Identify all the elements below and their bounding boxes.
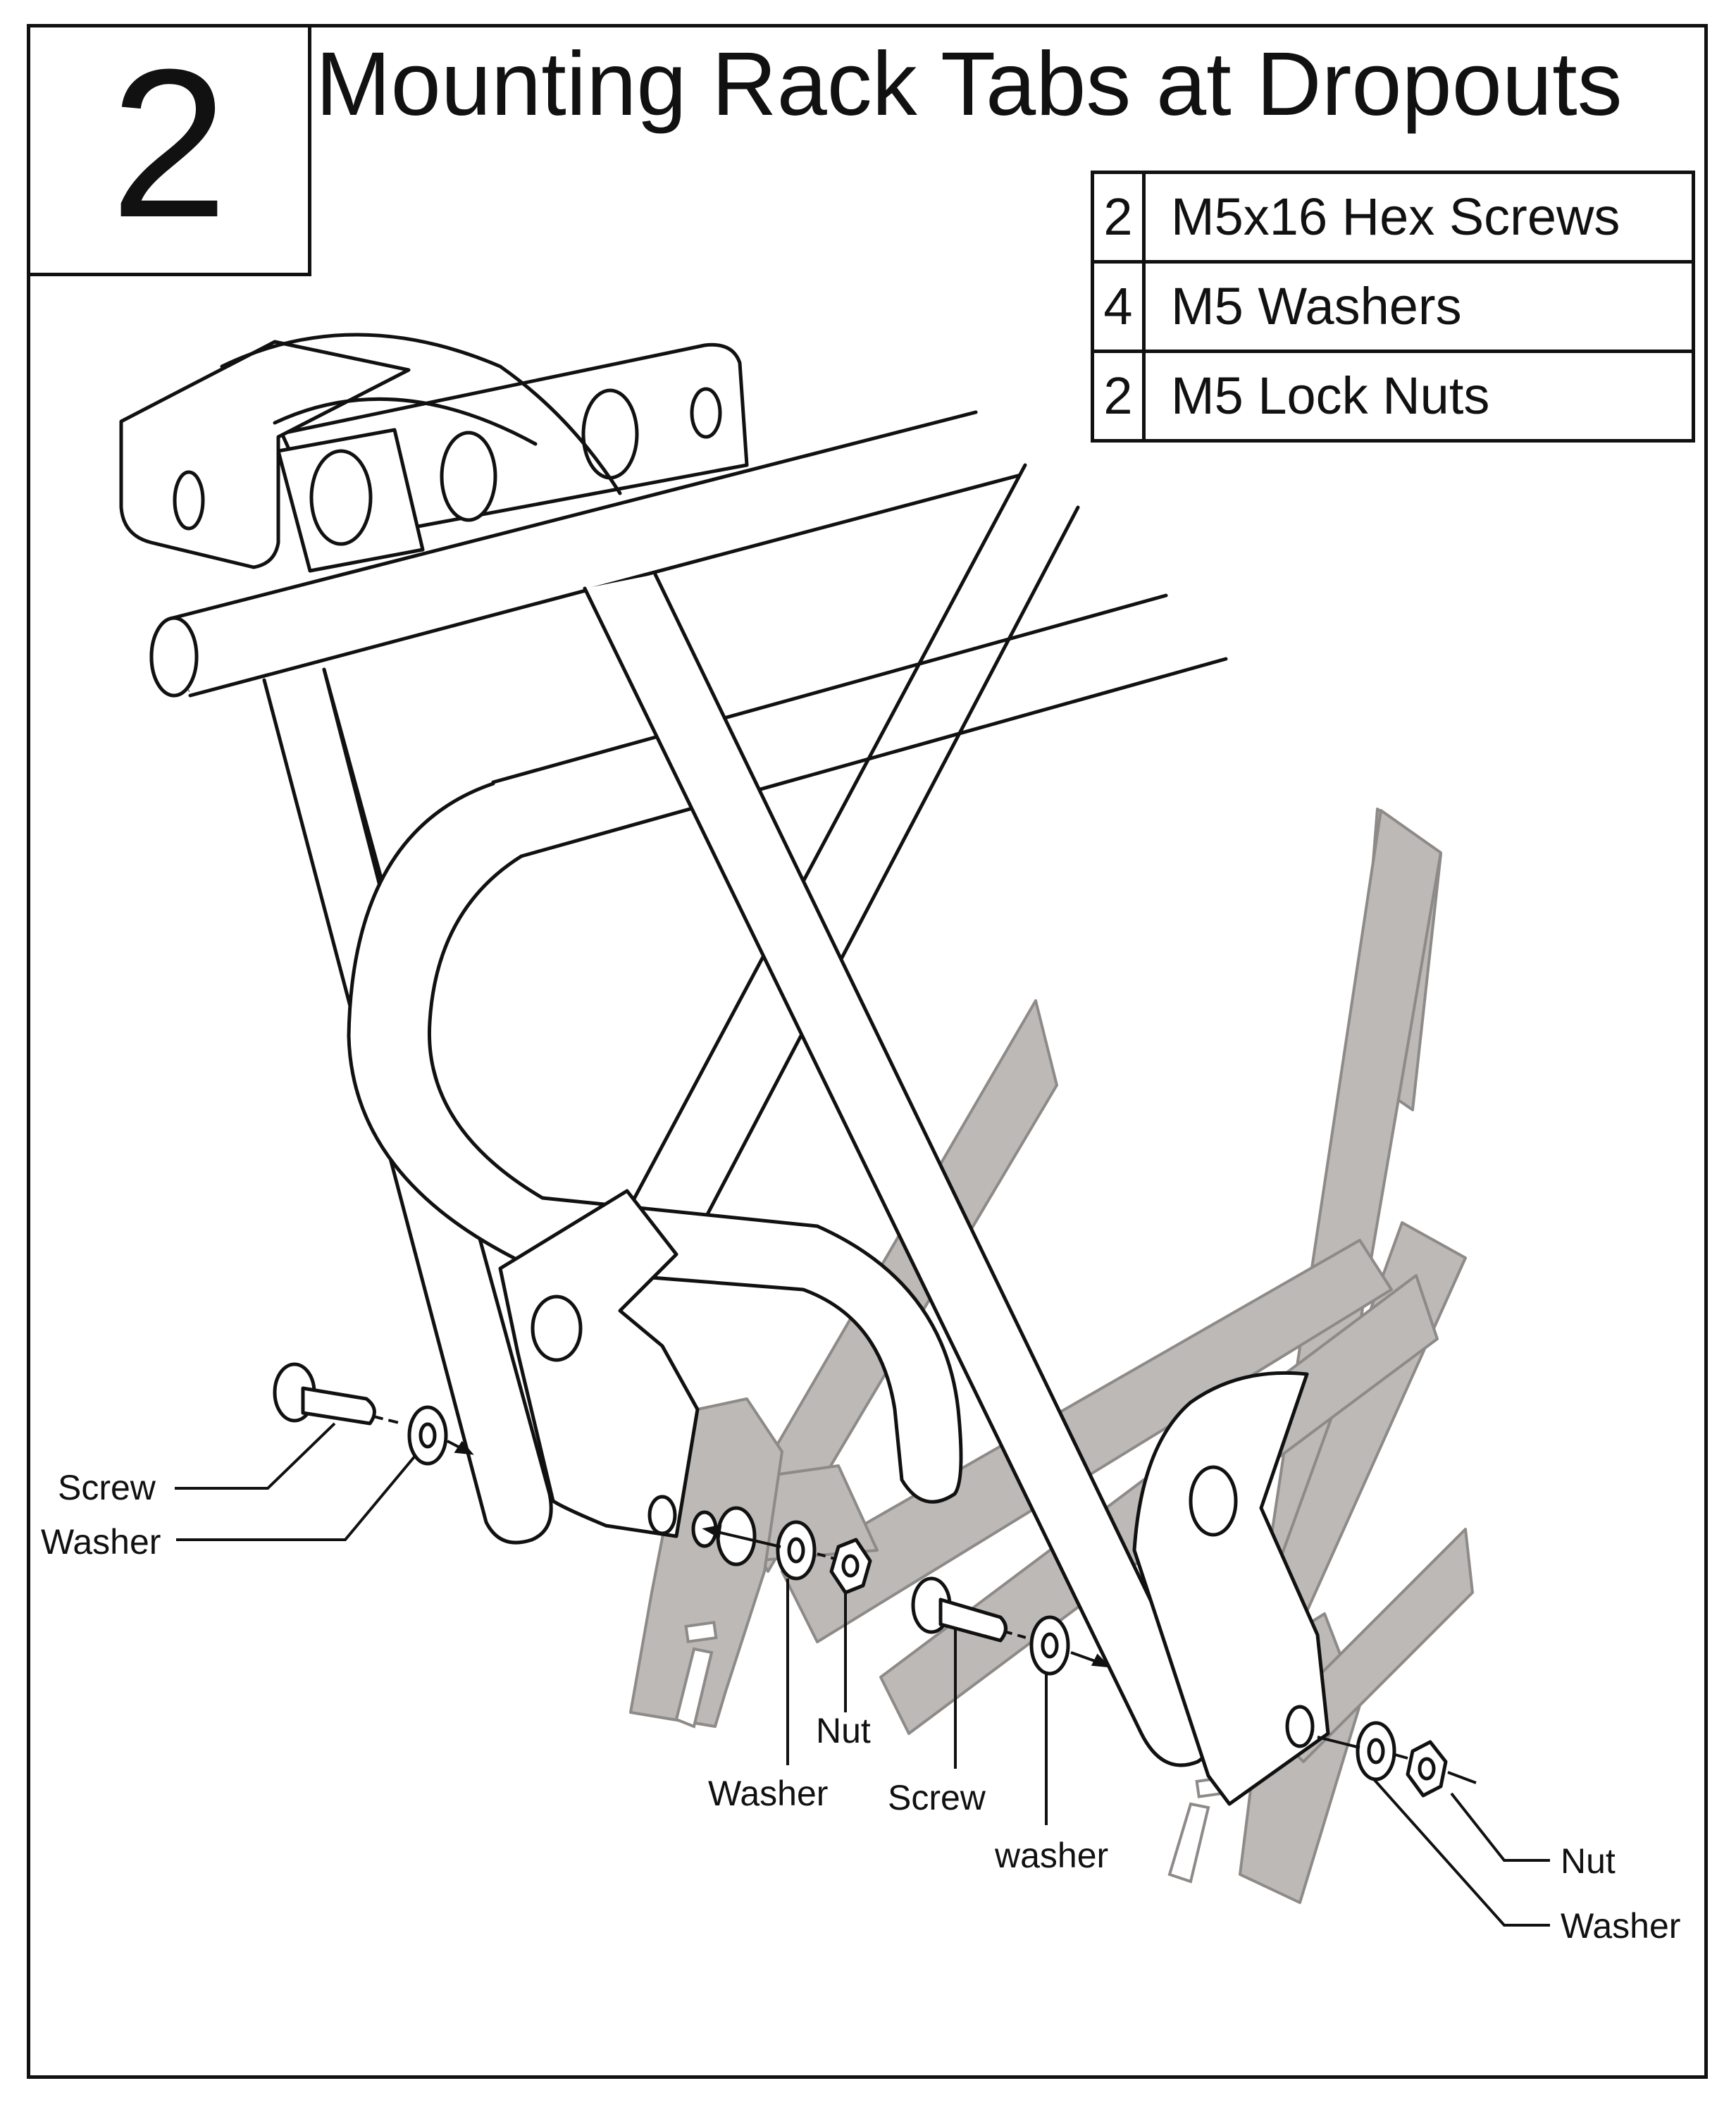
rack-loop bbox=[347, 781, 963, 1504]
bike-frame bbox=[629, 808, 1474, 1904]
step-number: 2 bbox=[110, 25, 228, 261]
label-middle-washer-lower: washer bbox=[994, 1836, 1108, 1875]
label-right-washer: Washer bbox=[1561, 1906, 1680, 1946]
part-qty: 2 bbox=[1091, 350, 1146, 443]
right-rack-tab bbox=[1132, 1371, 1330, 1806]
front-bracket-hole bbox=[173, 470, 205, 531]
callout-labels: Screw Washer Nut Washer Screw washer Nut… bbox=[41, 1468, 1680, 1946]
page-border bbox=[27, 24, 1708, 2079]
diagonal-brace-2 bbox=[695, 505, 1080, 1235]
top-rail-fill bbox=[174, 412, 1018, 696]
label-middle-screw: Screw bbox=[888, 1778, 986, 1817]
part-qty: 4 bbox=[1091, 260, 1146, 353]
side-rail-upper bbox=[491, 593, 1168, 784]
label-right-nut: Nut bbox=[1561, 1841, 1616, 1881]
part-name: M5 Washers bbox=[1142, 260, 1695, 353]
parts-row: 2 M5x16 Hex Screws bbox=[1091, 171, 1695, 264]
left-dropout-notch bbox=[674, 1647, 714, 1729]
part-name: M5x16 Hex Screws bbox=[1142, 171, 1695, 264]
left-dropout-slot bbox=[684, 1621, 718, 1643]
top-hoop bbox=[220, 333, 622, 495]
leader-lines bbox=[175, 1422, 1550, 1927]
left-screw-shank bbox=[301, 1386, 376, 1426]
assembly-arrows bbox=[373, 1415, 1477, 1784]
parts-row: 4 M5 Washers bbox=[1091, 260, 1695, 353]
part-name: M5 Lock Nuts bbox=[1142, 350, 1695, 443]
label-left-screw: Screw bbox=[58, 1468, 156, 1507]
left-tab-small-hole bbox=[647, 1495, 677, 1536]
label-left-washer: Washer bbox=[41, 1522, 161, 1562]
middle-screw-shank bbox=[938, 1598, 1008, 1643]
label-middle-nut: Nut bbox=[816, 1711, 871, 1750]
right-tab-hole bbox=[1189, 1465, 1238, 1537]
hoop-inner bbox=[273, 397, 538, 446]
hardware bbox=[273, 1362, 1448, 1798]
rear-plate-hole-2 bbox=[690, 387, 722, 439]
left-tab-hole bbox=[531, 1295, 583, 1362]
left-rack-tab bbox=[498, 1189, 700, 1538]
parts-row: 2 M5 Lock Nuts bbox=[1091, 350, 1695, 443]
rack bbox=[119, 333, 1330, 1806]
page-title: Mounting Rack Tabs at Dropouts bbox=[316, 34, 1623, 135]
rear-plate-hole-4 bbox=[440, 431, 497, 522]
label-middle-washer: Washer bbox=[708, 1774, 828, 1813]
side-rail-lower bbox=[519, 657, 1228, 858]
step-number-box: 2 bbox=[27, 24, 311, 276]
parts-list: 2 M5x16 Hex Screws 4 M5 Washers 2 M5 Loc… bbox=[1091, 171, 1695, 443]
rear-plate-hole-3 bbox=[309, 449, 373, 546]
right-dropout-notch bbox=[1167, 1802, 1210, 1884]
chain-stay-right bbox=[781, 1239, 1393, 1643]
part-qty: 2 bbox=[1091, 171, 1146, 264]
right-tab-lower-hole bbox=[1285, 1705, 1315, 1748]
rear-plate-hole-1 bbox=[581, 388, 639, 480]
diagonal-brace-1 bbox=[625, 463, 1027, 1214]
